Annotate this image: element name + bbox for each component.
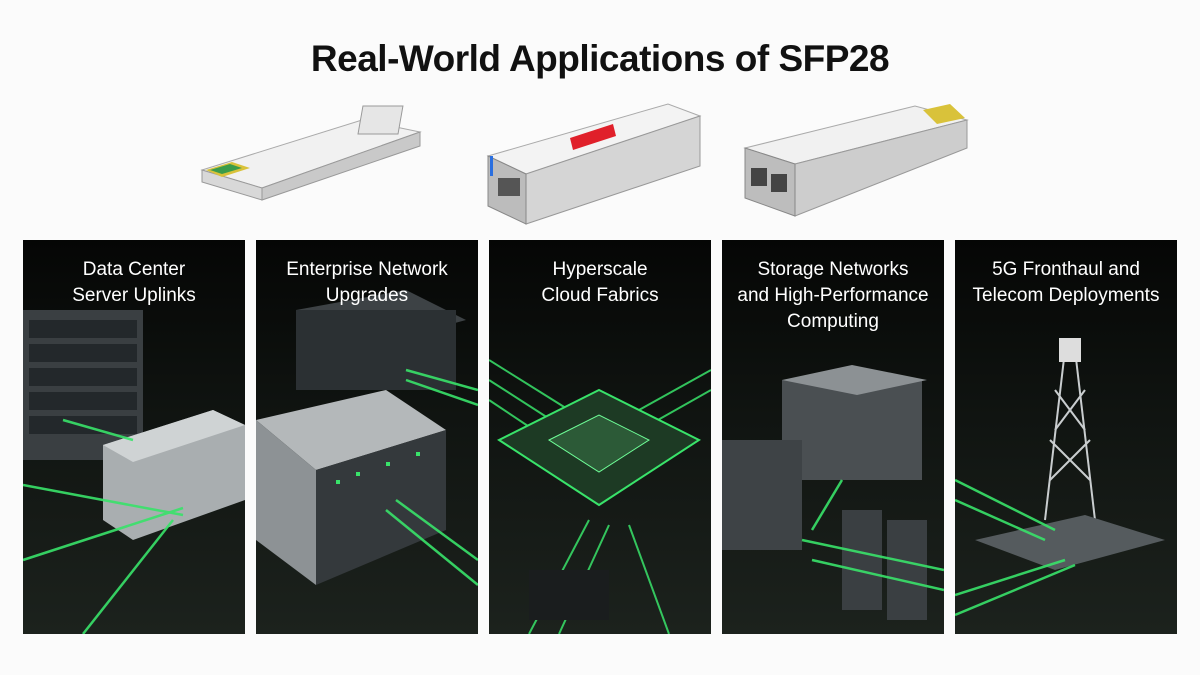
sfp28-module-icon bbox=[486, 103, 702, 225]
sfp28-module-icon bbox=[200, 105, 422, 201]
panel-title-line: Storage Networks bbox=[757, 259, 909, 280]
panel-title-line: Hyperscale bbox=[552, 259, 648, 280]
panel-title-line: Telecom Deployments bbox=[972, 285, 1160, 306]
panel-title-line: 5G Fronthaul and bbox=[992, 259, 1140, 280]
page-title: Real-World Applications of SFP28 bbox=[310, 38, 890, 79]
panel-title-line: Computing bbox=[787, 311, 879, 332]
network-chassis-icon bbox=[256, 290, 478, 586]
panel-title-line: Data Center bbox=[82, 259, 186, 280]
panel-title-line: and High-Performance bbox=[737, 285, 929, 306]
chip-fabric-icon bbox=[489, 359, 711, 634]
panel-title-line: Enterprise Network bbox=[286, 259, 448, 280]
panel-title-line: Upgrades bbox=[325, 285, 409, 306]
sfp28-module-icon bbox=[743, 104, 969, 217]
panel-title-line: Server Uplinks bbox=[72, 285, 196, 306]
panel-title-line: Cloud Fabrics bbox=[541, 285, 659, 306]
server-rack-switch-icon bbox=[23, 310, 245, 634]
cell-tower-icon bbox=[955, 338, 1165, 617]
storage-servers-icon bbox=[722, 365, 944, 620]
